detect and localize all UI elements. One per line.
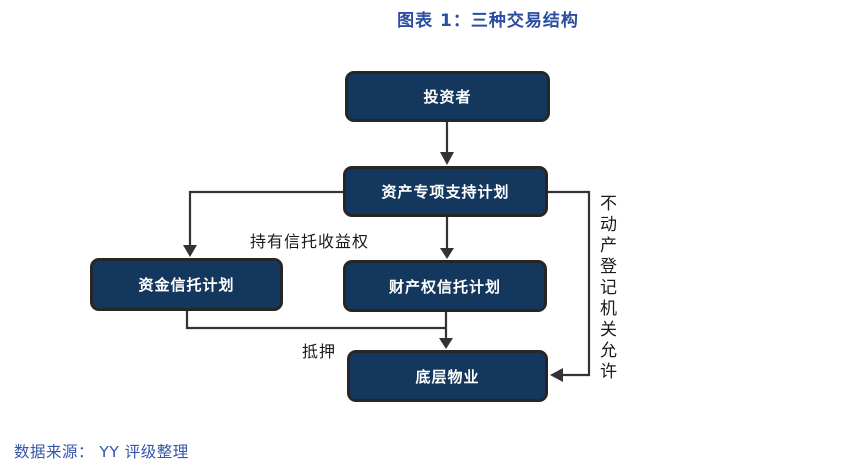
arrowhead-down-icon <box>183 245 197 257</box>
source-note: 数据来源： YY 评级整理 <box>14 443 189 461</box>
arrowhead-down-icon <box>440 152 454 165</box>
arrowhead-down-icon <box>440 248 454 259</box>
figure-title: 图表 1：三种交易结构 <box>397 11 579 31</box>
edge-label-registration-permission: 不动产登记机关允许 <box>596 194 616 383</box>
edge-label-hold-trust-rights: 持有信托收益权 <box>250 232 370 251</box>
arrowhead-left-icon <box>550 368 563 382</box>
edge-label-mortgage: 抵押 <box>302 342 337 361</box>
node-investor: 投资者 <box>345 71 550 122</box>
node-property-trust: 财产权信托计划 <box>343 260 547 312</box>
edge-fund-trust-to-underlying <box>185 311 446 330</box>
arrowhead-down-icon <box>439 338 453 349</box>
node-fund-trust: 资金信托计划 <box>90 258 283 311</box>
edge-asset-plan-to-underlying <box>548 190 591 377</box>
node-asset-plan: 资产专项支持计划 <box>343 166 548 217</box>
node-underlying-property: 底层物业 <box>347 350 548 402</box>
